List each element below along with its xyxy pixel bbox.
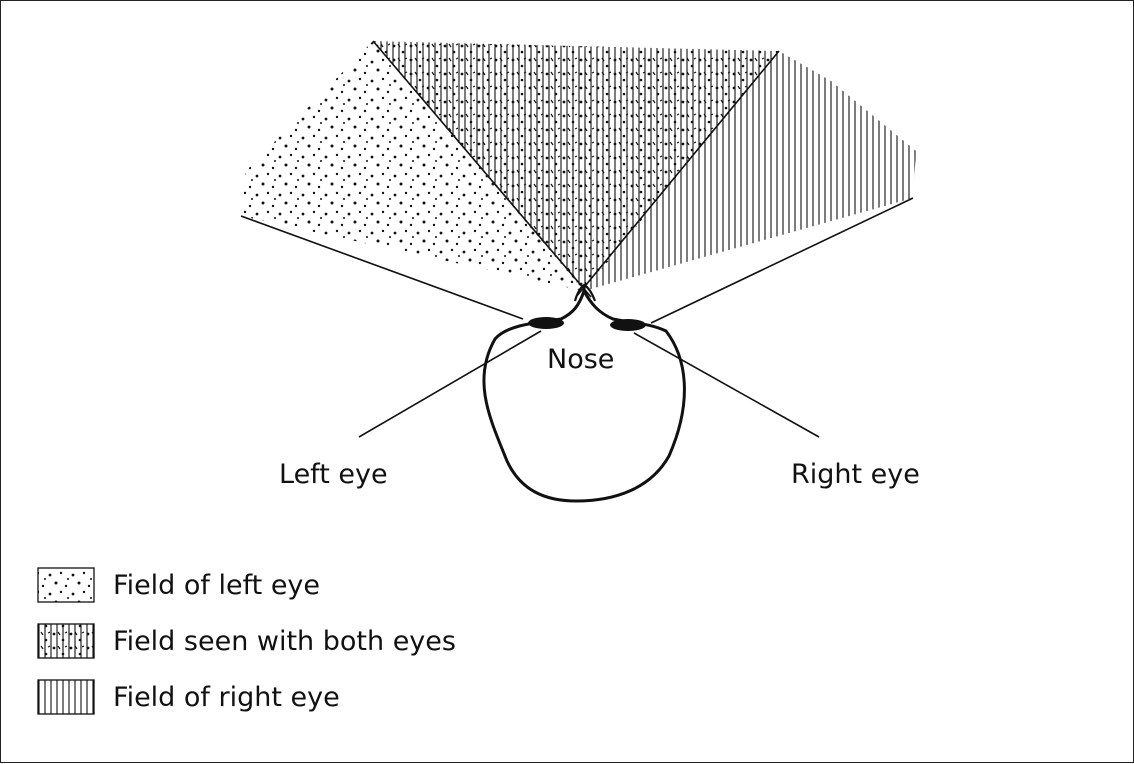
left-eye-outer-boundary <box>240 215 524 320</box>
head-outline <box>482 287 686 503</box>
right-eye-outer-boundary <box>650 197 914 324</box>
right-eye-label: Right eye <box>791 459 920 490</box>
legend-swatch-left-eye <box>37 567 95 603</box>
right-eye-leader-line <box>633 332 820 438</box>
left-eye-shape <box>528 317 564 329</box>
legend-label: Field of right eye <box>113 681 340 713</box>
nose-outline <box>573 283 597 302</box>
left-eye-label: Left eye <box>279 459 388 490</box>
left-eye-inner-boundary <box>372 40 592 298</box>
legend-item-left-eye: Field of left eye <box>113 568 320 602</box>
right-eye-inner-boundary <box>575 50 780 298</box>
legend-label: Field seen with both eyes <box>113 625 456 657</box>
legend-item-right-eye: Field of right eye <box>113 680 340 714</box>
legend-swatch-both-eyes <box>37 623 95 659</box>
legend-swatch-right-eye <box>37 679 95 715</box>
right-eye-shape <box>610 319 646 331</box>
left-eye-field-region <box>241 41 584 291</box>
left-eye-leader-line <box>358 330 542 438</box>
both-eyes-field-dots <box>373 41 779 291</box>
nose-label: Nose <box>547 344 615 375</box>
legend-label: Field of left eye <box>113 569 321 601</box>
legend-item-both-eyes: Field seen with both eyes <box>113 624 456 658</box>
right-eye-field-region <box>584 51 916 291</box>
